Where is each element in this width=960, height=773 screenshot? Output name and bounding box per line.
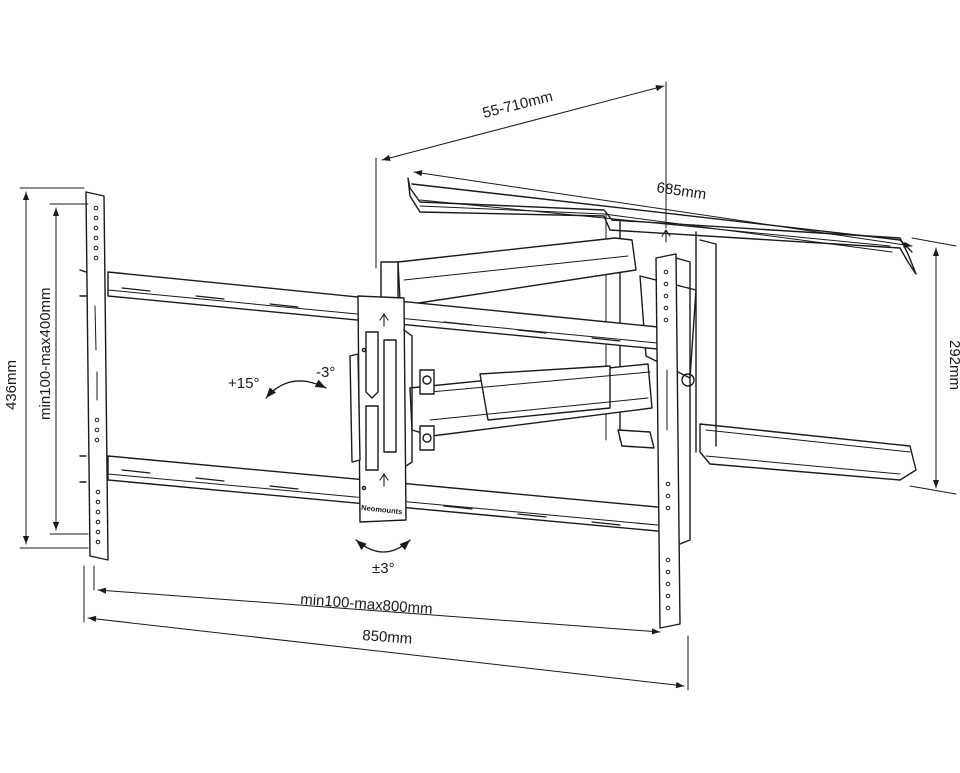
height-label: 436mm xyxy=(3,360,20,410)
vesa-horizontal-label: min100-max800mm xyxy=(300,591,433,618)
arm-width-label: 685mm xyxy=(655,179,707,203)
tv-bracket xyxy=(79,191,691,629)
brand-logo: Neomounts xyxy=(361,503,403,516)
dimension-lines xyxy=(19,81,957,691)
tilt-up-label: +15° xyxy=(228,375,259,392)
roll-label: ±3° xyxy=(372,560,395,577)
vesa-vertical-label: min100-max400mm xyxy=(37,287,54,420)
tilt-arc xyxy=(265,379,327,399)
width-label: 850mm xyxy=(362,627,413,648)
depth-label: 55-710mm xyxy=(481,88,555,122)
tilt-down-label: -3° xyxy=(316,364,335,381)
roll-arc xyxy=(355,539,411,553)
wall-plate-height-label: 292mm xyxy=(946,340,960,390)
